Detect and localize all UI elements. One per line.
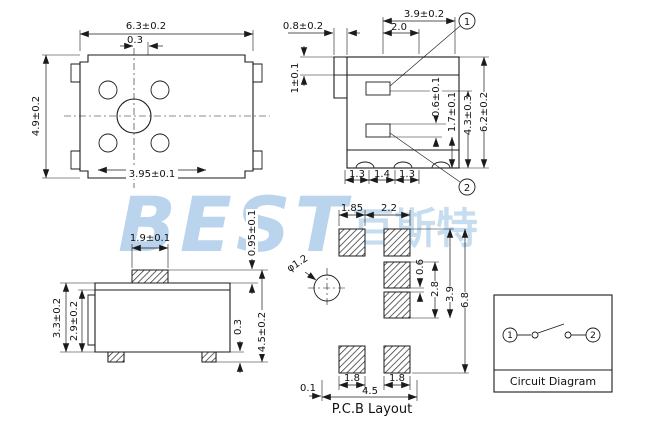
dim-label-height: 4.9±0.2: [31, 96, 42, 136]
dim-label-pin: 0.6±0.1: [431, 77, 442, 117]
circuit-pin-2-circle: [585, 327, 601, 343]
front-view: 1 2 0.8±0.2 1±0.1 3.9±0.2 2.0 1.3 1.4 1.…: [283, 9, 490, 196]
callout-1-circle: [458, 12, 476, 30]
dim-label-left: 1±0.1: [290, 63, 301, 94]
pcb-hole-centerlines: [308, 268, 348, 308]
front-view-body: [346, 56, 460, 169]
corner-hole: [150, 133, 170, 153]
dim-label-foot: 0.3: [233, 319, 244, 335]
dim-label-left-inner: 2.9±0.2: [69, 301, 80, 341]
watermark: BEST 百斯特: [118, 180, 478, 269]
dim-label-offset: 0.3: [127, 35, 143, 46]
side-view-stem: [131, 269, 169, 284]
pcb-pad-4: [383, 291, 411, 319]
dim-label-v1: 0.6: [415, 259, 426, 275]
dim-label-stem-w: 1.9±0.1: [130, 233, 170, 244]
pcb-pad-3: [383, 261, 411, 289]
side-view-bracket: [87, 294, 95, 346]
callout-2-label: 2: [464, 183, 470, 194]
pin-slot-1: [365, 81, 391, 96]
callout-1-label: 1: [464, 17, 470, 28]
top-view-mount-tabs: [70, 63, 263, 170]
dim-label-height: 4.5±0.2: [257, 312, 268, 352]
dim-label-pitch: 2.2: [381, 203, 397, 214]
dim-label-v3: 3.9: [445, 286, 456, 302]
corner-hole: [98, 80, 118, 100]
dim-label-v4: 6.8: [460, 292, 471, 308]
dim-label-stem: 2.0: [391, 22, 407, 33]
dim-label-h1: 1.7±0.1: [447, 92, 458, 132]
pcb-pad-2: [383, 228, 411, 257]
watermark-chinese-text: 百斯特: [352, 204, 478, 253]
pcb-pad-1: [338, 228, 366, 257]
side-view-foot-left: [107, 351, 125, 363]
switch-contact-right: [564, 331, 572, 339]
front-view-flange: [333, 56, 347, 99]
pcb-pad-6: [383, 345, 411, 374]
dim-label-stem-h: 0.95±0.1: [247, 210, 258, 257]
circuit-box: [493, 294, 613, 393]
dim-label-gap: 0.8±0.2: [283, 21, 323, 32]
dim-label-pad-w: 1.85: [341, 203, 363, 214]
side-view-body: [94, 282, 231, 363]
dim-label-v2: 2.8: [430, 281, 441, 297]
watermark-brand-text: BEST: [118, 180, 352, 269]
dim-label-b1: 1.3: [349, 169, 365, 180]
centerlines: [64, 48, 270, 188]
corner-hole: [98, 133, 118, 153]
dim-label-pad2: 1.8: [389, 373, 405, 384]
pin-slot-2: [365, 123, 391, 138]
dim-label-left-outer: 3.3±0.2: [52, 298, 63, 338]
dim-label-width: 6.3±0.2: [126, 21, 166, 32]
dim-label-width: 4.5: [362, 386, 378, 397]
front-view-inner-lines: [347, 74, 459, 151]
callout-2-circle: [458, 178, 476, 196]
top-view-outline: [79, 54, 254, 179]
top-view: 6.3±0.2 0.3 4.9±0.2 3.95±0.1: [31, 21, 270, 188]
dim-label-h3: 6.2±0.2: [479, 92, 490, 132]
circuit-pin-1-label: 1: [507, 331, 513, 341]
dim-label-b3: 1.3: [399, 169, 415, 180]
side-view: 1.9±0.1 0.95±0.1 3.3±0.2 2.9±0.2 0.3 4.5…: [52, 209, 268, 373]
circuit-pin-2-label: 2: [590, 331, 596, 341]
dim-label-h2: 4.3±0.3: [463, 95, 474, 135]
pcb-pad-5: [338, 345, 366, 374]
pcb-layout: φ1.2 1.85 2.2 0.6 2.8 3.9 6.8 1.8 1.8 0.…: [285, 203, 471, 417]
side-view-foot-right: [201, 351, 217, 363]
circuit-diagram: 1 2 Circuit Diagram: [493, 294, 613, 393]
dim-label-top-width: 3.9±0.2: [404, 9, 444, 20]
corner-hole: [150, 80, 170, 100]
dim-label-b2: 1.4: [374, 169, 390, 180]
dim-label-pad1: 1.8: [344, 373, 360, 384]
dim-label-edge: 0.1: [300, 383, 316, 394]
switch-contact-left: [531, 331, 539, 339]
pcb-layout-title: P.C.B Layout: [332, 402, 412, 417]
switch-lever: [537, 323, 565, 334]
dim-label-bottom: 3.95±0.1: [129, 169, 176, 180]
circuit-diagram-label: Circuit Diagram: [510, 375, 596, 388]
